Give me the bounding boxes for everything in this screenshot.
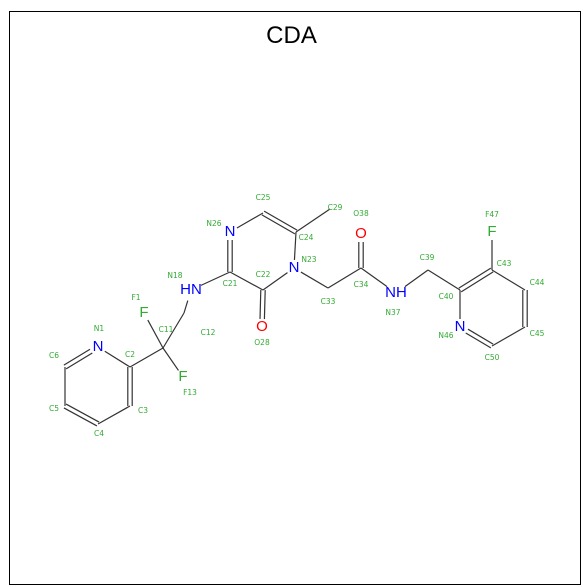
bond-N18-C21 bbox=[200, 271, 231, 286]
bond-N1-C2 bbox=[104, 350, 131, 368]
index-O28: O28 bbox=[254, 338, 270, 347]
bond-N26-C25 bbox=[236, 212, 264, 229]
index-C44: C44 bbox=[530, 278, 545, 287]
index-N37: N37 bbox=[385, 308, 400, 317]
index-C25: C25 bbox=[256, 193, 271, 202]
bond-C33-C34 bbox=[327, 267, 362, 289]
bond-C6-N1 bbox=[65, 352, 93, 370]
index-C33: C33 bbox=[321, 297, 336, 306]
index-C50: C50 bbox=[485, 353, 500, 362]
index-O38: O38 bbox=[353, 209, 369, 218]
bond-C43-C44 bbox=[491, 269, 526, 291]
bond-C24-N23 bbox=[293, 231, 297, 261]
bonds bbox=[63, 208, 528, 427]
index-C45: C45 bbox=[530, 329, 545, 338]
index-F47: F47 bbox=[485, 210, 499, 219]
index-F13: F13 bbox=[183, 388, 197, 397]
index-C43: C43 bbox=[497, 259, 512, 268]
index-C4: C4 bbox=[94, 429, 104, 438]
index-C24: C24 bbox=[299, 233, 314, 242]
bond-C25-C24 bbox=[263, 210, 298, 231]
bond-C22-O28 bbox=[259, 289, 262, 319]
atom-N23: N bbox=[289, 259, 300, 276]
bond-C34-N37 bbox=[360, 267, 388, 288]
atom-F47: F bbox=[487, 223, 496, 240]
atom-N18: HN bbox=[180, 281, 202, 298]
atom-index-labels: N1 C2 C3 C4 C5 C6 F1 C11 F13 C12 N18 C21… bbox=[49, 193, 545, 438]
atom-O38: O bbox=[355, 225, 367, 242]
index-C6: C6 bbox=[49, 351, 59, 360]
bond-C11-C12 bbox=[162, 312, 185, 349]
index-C3: C3 bbox=[138, 406, 148, 415]
index-C22: C22 bbox=[256, 270, 271, 279]
bond-C12-N18 bbox=[183, 300, 189, 314]
bond-C2-C11 bbox=[129, 347, 164, 368]
bond-C6-N1 bbox=[63, 348, 91, 366]
index-C29: C29 bbox=[328, 203, 343, 212]
bond-N37-C39 bbox=[404, 269, 429, 288]
bond-C22-C21 bbox=[229, 271, 264, 291]
bond-N23-C33 bbox=[300, 271, 329, 289]
index-N1: N1 bbox=[94, 324, 105, 333]
atom-O28: O bbox=[256, 318, 268, 335]
index-C21: C21 bbox=[223, 279, 238, 288]
bond-C11-F1u bbox=[147, 319, 164, 349]
atom-F-lower: F bbox=[178, 368, 187, 385]
index-C40: C40 bbox=[439, 292, 454, 301]
bond-C3-C4 bbox=[97, 405, 131, 425]
index-N18: N18 bbox=[167, 271, 182, 280]
atom-N1: N bbox=[93, 338, 104, 355]
bond-N23-C22 bbox=[262, 272, 288, 291]
bond-C40-C43 bbox=[458, 267, 492, 289]
index-C11: C11 bbox=[159, 325, 174, 334]
index-C5: C5 bbox=[49, 404, 59, 413]
bond-C25-C24 bbox=[261, 214, 296, 235]
bond-C39-C40 bbox=[427, 269, 461, 291]
bond-C4-C5 bbox=[63, 407, 98, 427]
atom-F-upper: F bbox=[139, 304, 148, 321]
bond-C11-F1l bbox=[162, 347, 179, 371]
atom-N37: NH bbox=[385, 284, 407, 301]
index-F1: F1 bbox=[131, 293, 140, 302]
diagram-frame bbox=[9, 11, 581, 585]
bond-C40-C43 bbox=[460, 271, 494, 293]
index-C34: C34 bbox=[354, 280, 369, 289]
atom-labels: N F F HN N O N O NH F N bbox=[93, 223, 497, 385]
bond-C24-C29 bbox=[295, 208, 331, 233]
index-C39: C39 bbox=[420, 253, 435, 262]
bond-C4-C5 bbox=[65, 403, 100, 423]
bond-C22-O28 bbox=[263, 290, 266, 320]
atom-N26: N bbox=[225, 223, 236, 240]
molecule-title: CDA bbox=[266, 22, 317, 49]
bond-C50-N46 bbox=[467, 328, 494, 345]
index-N26: N26 bbox=[206, 219, 221, 228]
atom-N46: N bbox=[455, 318, 466, 335]
index-C12: C12 bbox=[201, 328, 216, 337]
bond-C45-C50 bbox=[491, 326, 526, 347]
bond-C50-N46 bbox=[465, 332, 492, 349]
index-C2: C2 bbox=[125, 350, 135, 359]
index-N46: N46 bbox=[438, 331, 453, 340]
index-N23: N23 bbox=[301, 255, 316, 264]
